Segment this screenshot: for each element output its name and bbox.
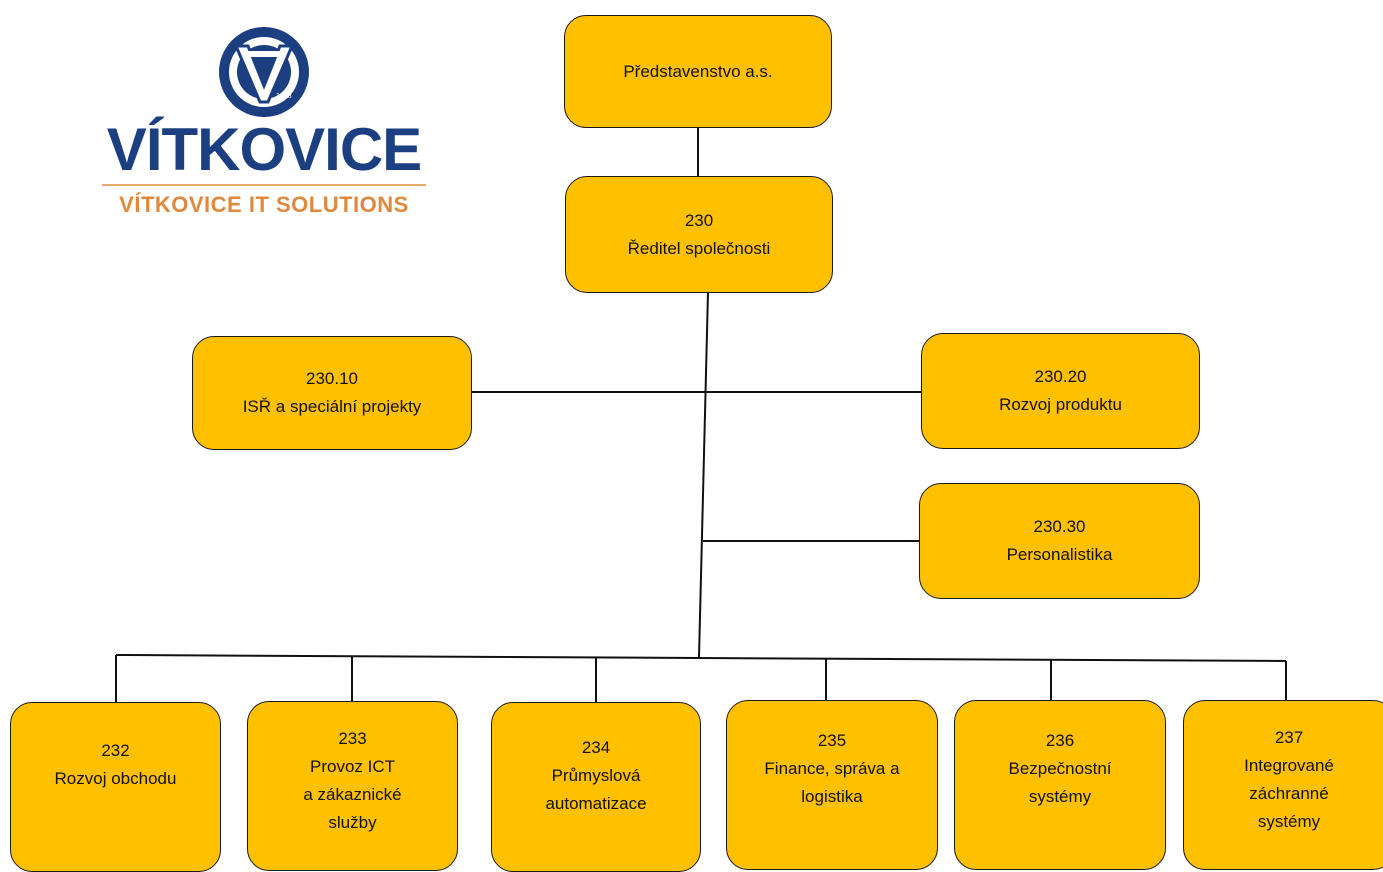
node-230-10: 230.10 ISŘ a speciální projekty bbox=[192, 336, 472, 450]
node-236: 236 Bezpečnostní systémy bbox=[954, 700, 1166, 870]
node-234-code: 234 bbox=[581, 738, 611, 757]
node-234: 234 Průmyslová automatizace bbox=[491, 702, 701, 872]
node-232-code: 232 bbox=[101, 741, 130, 760]
logo-divider bbox=[102, 184, 426, 186]
node-233-line-2: a zákaznické bbox=[303, 785, 402, 804]
node-board-label: Představenstvo a.s. bbox=[623, 61, 773, 81]
node-230-30: 230.30 Personalistika bbox=[919, 483, 1200, 599]
node-230-10-code: 230.10 bbox=[306, 369, 358, 388]
node-237: 237 Integrované záchranné systémy bbox=[1183, 700, 1383, 870]
node-230-30-label: Personalistika bbox=[1006, 545, 1113, 564]
node-230-20-code: 230.20 bbox=[1034, 367, 1087, 386]
node-233: 233 Provoz ICT a zákaznické služby bbox=[247, 701, 458, 871]
vitkovice-emblem-icon: 1828 bbox=[219, 27, 309, 117]
logo-year: 1828 bbox=[276, 93, 292, 100]
node-236-line-2: systémy bbox=[1028, 787, 1092, 806]
logo-wordmark: VÍTKOVICE bbox=[106, 116, 422, 183]
node-234-line-2: automatizace bbox=[545, 794, 647, 813]
node-230-20-label: Rozvoj produktu bbox=[999, 395, 1122, 414]
connector-bottom-bus bbox=[115, 654, 1287, 662]
node-ceo-code: 230 bbox=[684, 210, 714, 230]
node-236-line-1: Bezpečnostní bbox=[1008, 759, 1112, 778]
node-230-30-code: 230.30 bbox=[1033, 517, 1086, 536]
company-logo: 1828 VÍTKOVICE VÍTKOVICE IT SOLUTIONS bbox=[96, 24, 432, 224]
node-230-10-label: ISŘ a speciální projekty bbox=[242, 397, 422, 416]
node-ceo: 230 Ředitel společnosti bbox=[565, 176, 833, 293]
node-232: 232 Rozvoj obchodu bbox=[10, 702, 221, 872]
node-235-line-1: Finance, správa a bbox=[764, 759, 900, 778]
connector-ceo-trunk bbox=[698, 291, 709, 658]
node-ceo-label: Ředitel společnosti bbox=[627, 238, 771, 258]
node-233-line-3: služby bbox=[328, 813, 377, 832]
node-board: Představenstvo a.s. bbox=[564, 15, 832, 128]
node-237-line-3: systémy bbox=[1257, 812, 1321, 831]
node-237-code: 237 bbox=[1274, 728, 1304, 747]
node-234-line-1: Průmyslová bbox=[551, 766, 641, 785]
logo-subtitle: VÍTKOVICE IT SOLUTIONS bbox=[119, 192, 409, 217]
node-235-code: 235 bbox=[817, 731, 847, 750]
node-236-code: 236 bbox=[1045, 731, 1075, 750]
node-233-code: 233 bbox=[338, 729, 367, 748]
node-237-line-2: záchranné bbox=[1249, 784, 1329, 803]
node-233-line-1: Provoz ICT bbox=[309, 757, 396, 776]
node-230-20: 230.20 Rozvoj produktu bbox=[921, 333, 1200, 449]
node-237-line-1: Integrované bbox=[1244, 756, 1334, 775]
node-235-line-2: logistika bbox=[801, 787, 863, 806]
node-232-label: Rozvoj obchodu bbox=[54, 769, 177, 788]
node-235: 235 Finance, správa a logistika bbox=[726, 700, 938, 870]
